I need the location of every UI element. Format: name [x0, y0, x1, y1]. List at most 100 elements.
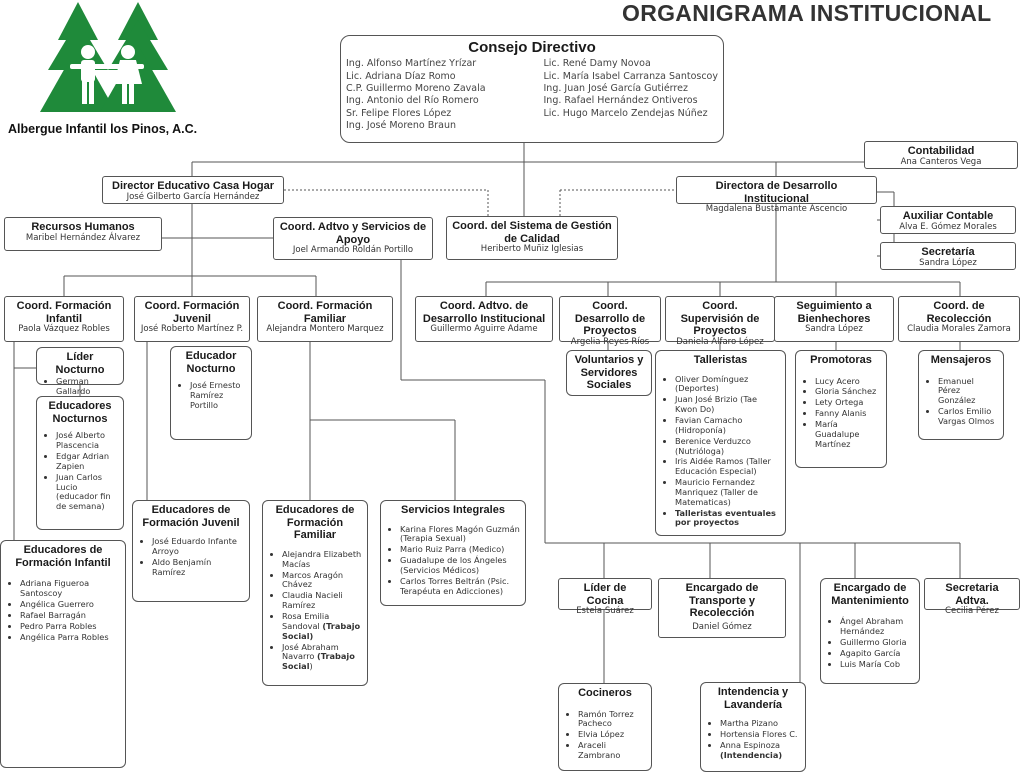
servicios-integrales-list: Karina Flores Magón Guzmán (Terapia Sexu…	[386, 524, 520, 597]
list-item: Favian Camacho (Hidroponía)	[675, 415, 780, 436]
list-item: Angélica Guerrero	[20, 599, 120, 610]
educadores-familiar-list: Alejandra Elizabeth Macías Marcos Aragón…	[268, 549, 362, 673]
educador-nocturno-box: Educador Nocturno José Ernesto Ramírez P…	[170, 346, 252, 440]
intendencia-box: Intendencia y Lavandería Martha Pizano H…	[700, 682, 806, 772]
director-educativo-title: Director Educativo Casa Hogar	[112, 180, 274, 192]
directora-desarrollo-title: Directora de Desarrollo Institucional	[715, 180, 838, 205]
list-item: Rosa Emilia Sandoval (Trabajo Social)	[282, 610, 362, 642]
list-item: Adriana Figueroa Santoscoy	[20, 578, 120, 599]
coord-adtvo-desarrollo-name: Guillermo Aguirre Adame	[430, 324, 538, 335]
list-item: Claudia Nacieli Ramírez	[282, 590, 362, 611]
consejo-member: Ing. José Moreno Braun	[346, 119, 457, 131]
member-role-close: )	[309, 661, 313, 672]
consejo-member: C.P. Guillermo Moreno Zavala	[346, 82, 486, 94]
list-item: Mario Ruiz Parra (Medico)	[400, 544, 520, 555]
list-item: Karina Flores Magón Guzmán (Terapia Sexu…	[400, 524, 520, 545]
lider-nocturno-title: Líder Nocturno	[55, 351, 105, 376]
educadores-familiar-box: Educadores de Formación Familiar Alejand…	[262, 500, 368, 686]
seguimiento-bienhechores-name: Sandra López	[805, 324, 863, 335]
list-item: Elvia López	[578, 729, 646, 740]
list-item: Aldo Benjamín Ramírez	[152, 557, 244, 578]
secretaria-box: Secretaría Sandra López	[880, 242, 1016, 270]
coord-familiar-title: Coord. Formación Familiar	[277, 300, 373, 325]
member-role: (Intendencia)	[720, 749, 783, 760]
pine-trees-children-logo	[40, 2, 176, 112]
list-item: Luis María Cob	[840, 659, 914, 670]
coord-desarrollo-proyectos-box: Coord. Desarrollo de Proyectos Argelia R…	[559, 296, 661, 347]
educadores-juvenil-list: José Eduardo Infante Arroyo Aldo Benjamí…	[138, 536, 244, 578]
educador-nocturno-list: José Ernesto Ramírez Portillo	[176, 380, 246, 411]
coord-familiar-name: Alejandra Montero Marquez	[266, 324, 384, 335]
coord-supervision-proyectos-box: Coord. Supervisión de Proyectos Daniela …	[665, 296, 775, 347]
consejo-member: Lic. Hugo Marcelo Zendejas Núñez	[543, 107, 708, 119]
mensajeros-box: Mensajeros Emanuel Pérez González Carlos…	[918, 350, 1004, 440]
cocineros-list: Ramón Torrez Pacheco Elvia López Araceli…	[564, 709, 646, 761]
coord-recoleccion-name: Claudia Morales Zamora	[907, 324, 1011, 335]
coord-familiar-box: Coord. Formación Familiar Alejandra Mont…	[257, 296, 393, 342]
auxiliar-contable-name: Alva E. Gómez Morales	[899, 221, 997, 232]
list-item: Alejandra Elizabeth Macías	[282, 549, 362, 570]
list-item: Juan Carlos Lucio (educador fin de seman…	[56, 472, 118, 512]
list-item: Marcos Aragón Chávez	[282, 570, 362, 591]
consejo-members-right: Lic. René Damy Novoa Lic. María Isabel C…	[544, 58, 719, 132]
member-role: (Trabajo Social)	[282, 620, 361, 641]
list-item: Oliver Domínguez (Deportes)	[675, 374, 780, 395]
contabilidad-title: Contabilidad	[907, 145, 975, 157]
coord-infantil-box: Coord. Formación Infantil Paola Vázquez …	[4, 296, 124, 342]
mensajeros-list: Emanuel Pérez González Carlos Emilio Var…	[924, 376, 998, 427]
director-educativo-name: José Gilberto García Hernández	[126, 191, 260, 202]
coord-recoleccion-title: Coord. de Recolección	[926, 300, 992, 325]
coord-juvenil-box: Coord. Formación Juvenil José Roberto Ma…	[134, 296, 250, 342]
consejo-member: Ing. Rafael Hernández Ontiveros	[543, 95, 698, 107]
list-item: Anna Espinoza(Intendencia)	[720, 739, 800, 761]
educadores-infantil-box: Educadores de Formación Infantil Adriana…	[0, 540, 126, 768]
list-item: Angélica Parra Robles	[20, 632, 120, 643]
secretaria-name: Sandra López	[919, 257, 977, 268]
list-item: Gloria Sánchez	[815, 387, 881, 397]
coord-infantil-name: Paola Vázquez Robles	[18, 324, 110, 335]
intendencia-title: Intendencia y Lavandería	[717, 686, 789, 711]
recursos-humanos-name: Maribel Hernández Álvarez	[25, 232, 141, 243]
voluntarios-title: Voluntarios y Servidores Sociales	[574, 354, 644, 392]
coord-adtvo-desarrollo-box: Coord. Adtvo. de Desarrollo Instituciona…	[415, 296, 553, 342]
list-item: Mauricio Fernandez Manriquez (Taller de …	[675, 477, 780, 508]
coord-infantil-title: Coord. Formación Infantil	[16, 300, 112, 325]
lider-nocturno-box: Líder Nocturno German Gallardo	[36, 347, 124, 396]
encargado-mantenimiento-box: Encargado de Mantenimiento Ángel Abraham…	[820, 578, 920, 684]
consejo-member: Sr. Felipe Flores López	[346, 107, 452, 119]
intendencia-list: Martha Pizano Hortensia Flores C. Anna E…	[706, 718, 800, 761]
talleristas-box: Talleristas Oliver Domínguez (Deportes) …	[655, 350, 786, 536]
list-item: Guadalupe de los Ángeles (Servicios Médi…	[400, 555, 520, 576]
coord-adtvo-apoyo-box: Coord. Adtvo y Servicios de Apoyo Joel A…	[273, 217, 433, 260]
auxiliar-contable-box: Auxiliar Contable Alva E. Gómez Morales	[880, 206, 1016, 234]
educadores-infantil-title: Educadores de Formación Infantil	[15, 544, 111, 569]
list-item: Berenice Verduzco (Nutrióloga)	[675, 436, 780, 457]
list-item: José Eduardo Infante Arroyo	[152, 536, 244, 557]
member-name: Rosa Emilia Sandoval	[282, 610, 330, 631]
mensajeros-title: Mensajeros	[930, 354, 992, 366]
consejo-member: Lic. María Isabel Carranza Santoscoy	[543, 70, 719, 82]
member-name: Anna Espinoza	[720, 739, 781, 750]
lider-cocina-box: Líder de Cocina Estela Suárez	[558, 578, 652, 616]
member-role: (Trabajo Social	[282, 651, 355, 672]
educadores-juvenil-title: Educadores de Formación Juvenil	[142, 504, 240, 529]
list-item: Martha Pizano	[720, 718, 800, 729]
consejo-member: Ing. Antonio del Río Romero	[346, 95, 479, 107]
coord-desarrollo-proyectos-name: Argelia Reyes Ríos	[570, 336, 650, 347]
contabilidad-name: Ana Canteros Vega	[900, 156, 982, 167]
coord-adtvo-desarrollo-title: Coord. Adtvo. de Desarrollo Instituciona…	[422, 300, 546, 325]
list-item: German Gallardo	[56, 376, 118, 397]
consejo-member: Ing. Juan José García Gutiérrez	[543, 82, 688, 94]
consejo-directivo-box: Consejo Directivo Ing. Alfonso Martínez …	[340, 35, 724, 143]
contabilidad-box: Contabilidad Ana Canteros Vega	[864, 141, 1018, 169]
directora-desarrollo-box: Directora de Desarrollo Institucional Ma…	[676, 176, 877, 214]
member-name: José Abraham Navarro	[282, 641, 339, 662]
list-item: José Abraham Navarro (Trabajo Social)	[282, 641, 362, 673]
consejo-title: Consejo Directivo	[468, 39, 596, 56]
list-item: María Guadalupe Martínez	[815, 419, 881, 450]
talleristas-list: Oliver Domínguez (Deportes) Juan José Br…	[661, 374, 780, 529]
coord-juvenil-title: Coord. Formación Juvenil	[144, 300, 240, 325]
lider-cocina-name: Estela Suárez	[576, 606, 634, 617]
director-educativo-box: Director Educativo Casa Hogar José Gilbe…	[102, 176, 284, 204]
list-item: Juan José Brizio (Tae Kwon Do)	[675, 394, 780, 415]
